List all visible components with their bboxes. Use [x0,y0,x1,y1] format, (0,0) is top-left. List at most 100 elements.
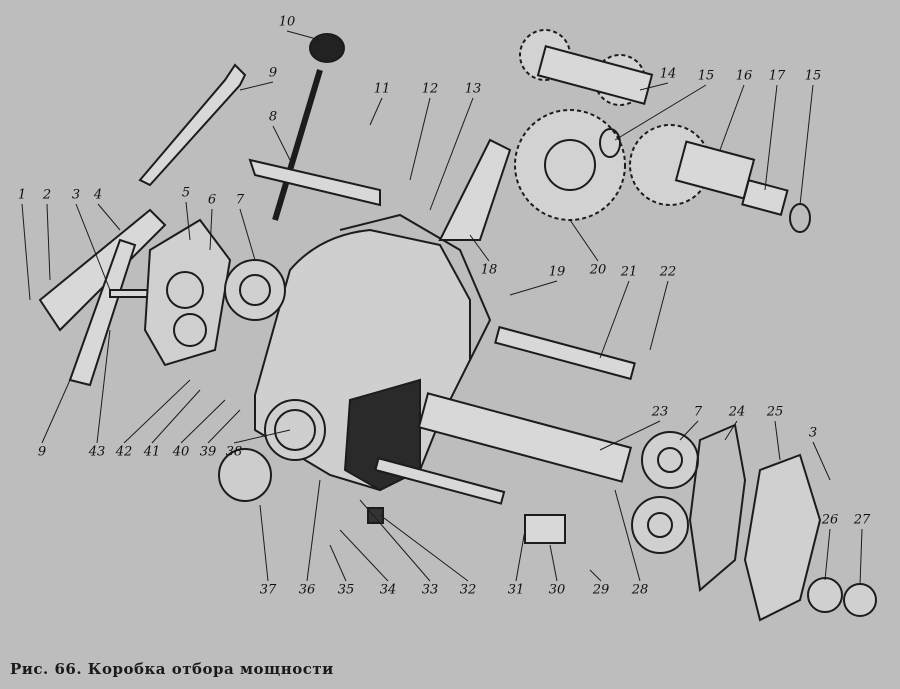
leader-line [409,97,431,181]
part-label-34: 34 [379,582,397,598]
part-label-32: 32 [459,582,477,598]
leader-line [429,97,474,211]
leader-line [151,389,201,444]
leader-line [209,208,213,251]
bracket [248,158,381,207]
bearing-7a [641,431,699,489]
part-label-16: 16 [735,68,753,84]
part-label-37: 37 [259,582,277,598]
leader-line [272,125,291,161]
leader-line [239,81,274,91]
shaft-28 [417,392,633,483]
part-label-29: 29 [592,582,610,598]
leader-line [123,379,191,444]
leader-line [549,544,558,582]
part-label-8: 8 [268,109,278,125]
part-label-20: 20 [589,262,607,278]
bushing-30 [524,514,566,544]
leader-line [41,379,71,444]
part-label-10: 10 [278,14,296,30]
leader-line [724,420,738,441]
part-label-40: 40 [172,444,190,460]
leader-line [239,208,256,261]
leader-line [589,569,602,582]
part-label-7: 7 [693,404,703,420]
leader-line [639,82,669,91]
part-label-41: 41 [143,444,161,460]
leader-line [599,420,661,451]
part-label-21: 21 [620,264,638,280]
leader-line [233,429,291,444]
part-label-33: 33 [421,582,439,598]
leader-line [339,529,389,582]
leader-line [859,528,863,586]
part-label-26: 26 [821,512,839,528]
fork-18 [438,138,512,241]
small-bolt [109,289,151,298]
leader-line [764,84,778,191]
leader-line [799,84,814,206]
part-label-18: 18 [480,262,498,278]
leader-line [379,514,469,582]
bearing-26 [807,577,843,613]
part-label-27: 27 [853,512,871,528]
part-label-15: 15 [697,68,715,84]
part-label-4: 4 [93,187,103,203]
part-label-9: 9 [268,65,278,81]
part-label-19: 19 [548,264,566,280]
part-label-14: 14 [659,66,677,82]
leader-line [719,84,745,151]
shaft-14 [536,45,654,105]
leader-line [21,203,31,301]
part-label-17: 17 [768,68,786,84]
part-label-39: 39 [199,444,217,460]
leader-line [515,529,526,582]
leader-line [46,203,51,281]
housing-opening [264,399,326,461]
part-label-1: 1 [17,187,27,203]
nut-27 [843,583,877,617]
part-label-3: 3 [71,187,81,203]
gasket-24 [688,423,747,592]
leader-line [824,528,831,581]
part-label-5: 5 [181,185,191,201]
part-label-22: 22 [659,264,677,280]
cap-37 [218,448,272,502]
leader-line [679,420,699,441]
part-label-42: 42 [115,444,133,460]
spline-17 [741,179,789,216]
leader-line [185,201,191,241]
cover-25 [743,453,822,622]
leader-line [649,280,669,351]
part-label-35: 35 [337,582,355,598]
gear-20 [514,109,626,221]
part-label-7: 7 [235,192,245,208]
leader-line [369,97,383,126]
fork [68,238,137,387]
leader-line [614,489,641,582]
leader-line [469,234,490,262]
housing-dark-face [343,378,421,492]
bearing-left [224,259,286,321]
leader-line [286,30,321,41]
washer-15 [789,203,811,233]
part-label-25: 25 [766,404,784,420]
part-label-36: 36 [298,582,316,598]
lever-handle [138,63,247,187]
part-label-11: 11 [373,81,391,97]
part-label-24: 24 [728,404,746,420]
part-label-9: 9 [37,444,47,460]
leader-line [75,203,111,291]
part-label-13: 13 [464,81,482,97]
leader-line [207,409,241,444]
part-label-38: 38 [225,444,243,460]
part-label-31: 31 [507,582,525,598]
plug-31 [367,507,384,524]
leader-line [812,441,831,481]
cover-left [143,218,232,367]
part-label-23: 23 [651,404,669,420]
bearing-7b [631,496,689,554]
part-label-2: 2 [42,187,52,203]
shaft-21 [494,325,636,381]
